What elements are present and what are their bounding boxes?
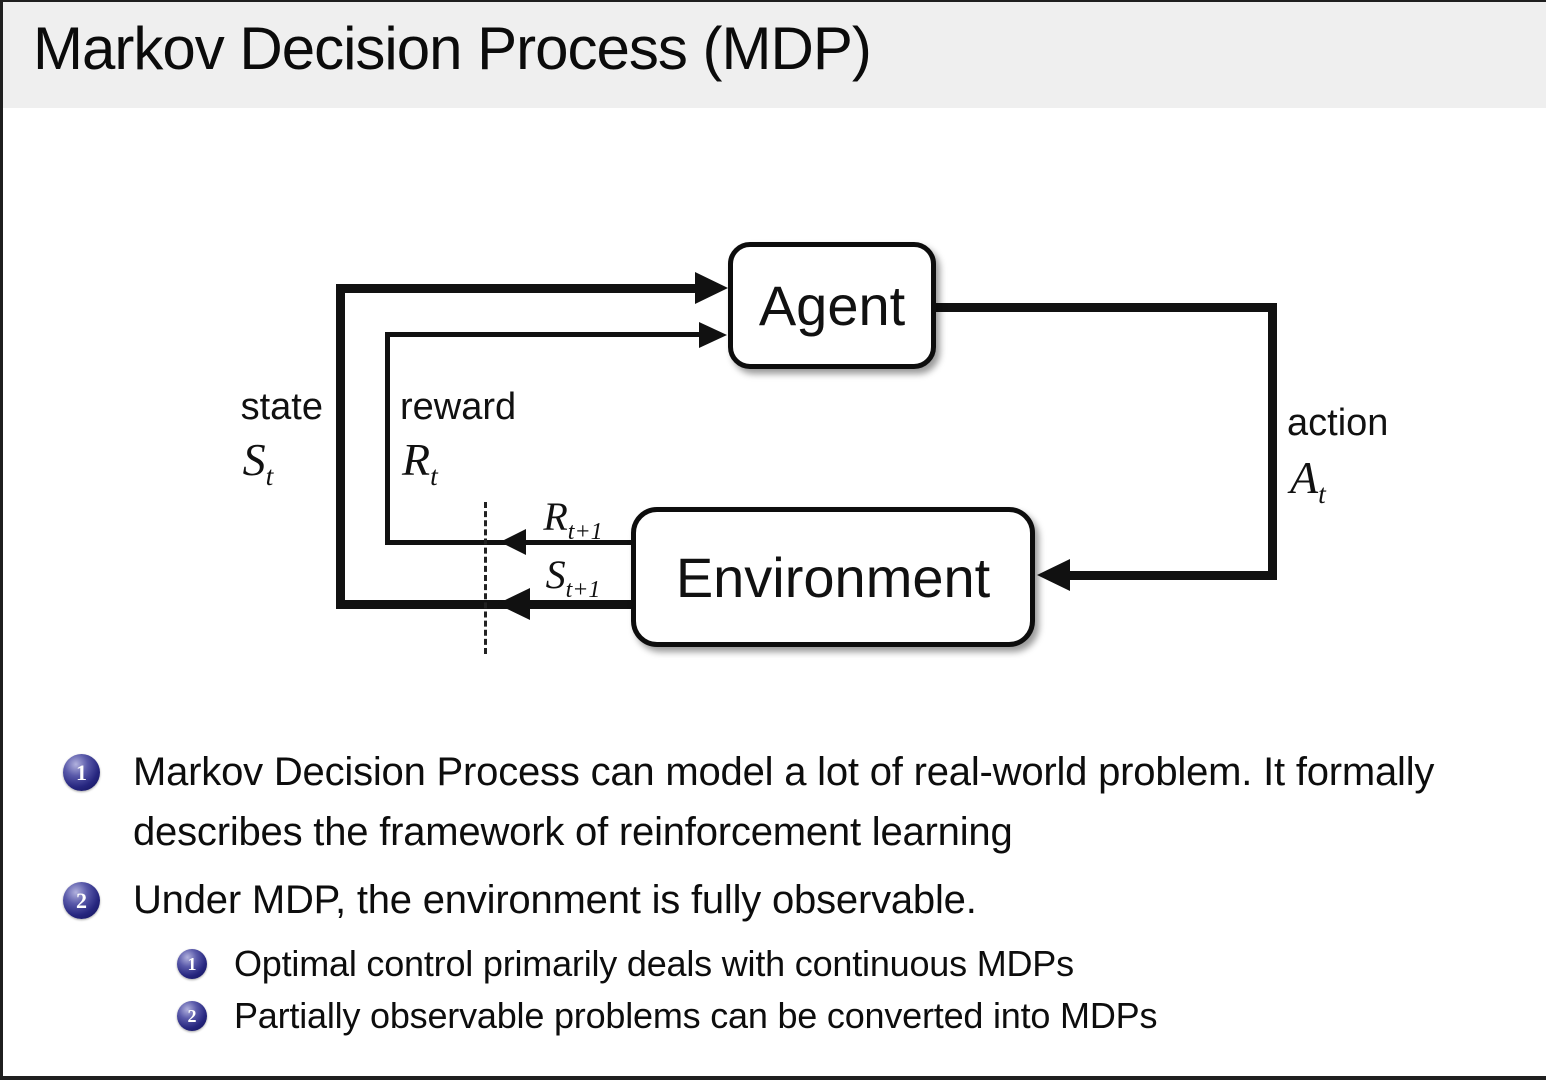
sub-list-item-1: 1 Optimal control primarily deals with c… xyxy=(177,938,1499,990)
next-reward-arrowhead-icon xyxy=(500,529,526,555)
next-state-symbol: St+1 xyxy=(545,552,601,603)
sub-list-item-1-text: Optimal control primarily deals with con… xyxy=(234,943,1074,984)
ball-marker-icon: 1 xyxy=(63,754,100,791)
ball-marker-icon: 2 xyxy=(177,1001,207,1031)
reward-loop-vertical-line xyxy=(385,332,390,544)
action-into-environment-arrowhead-icon xyxy=(1037,559,1070,591)
environment-box: Environment xyxy=(631,507,1035,647)
sub-bullet-list: 1 Optimal control primarily deals with c… xyxy=(177,938,1499,1042)
environment-box-label: Environment xyxy=(675,545,991,609)
reward-label: reward xyxy=(400,386,517,428)
action-label: action xyxy=(1287,402,1389,444)
agent-to-action-line xyxy=(932,303,1277,312)
agent-environment-diagram: Agent Environment state St reward Rt act… xyxy=(3,2,1546,1076)
state-symbol: St xyxy=(242,434,274,492)
ball-marker-icon: 1 xyxy=(177,949,207,979)
title-bar: Markov Decision Process (MDP) xyxy=(3,2,1546,108)
list-item-2: 2 Under MDP, the environment is fully ob… xyxy=(63,870,1499,930)
state-loop-vertical-line xyxy=(336,284,345,608)
ball-marker-icon: 2 xyxy=(63,882,100,919)
time-step-boundary-dashed-line xyxy=(484,502,487,654)
reward-to-agent-line xyxy=(385,332,703,337)
state-into-agent-arrowhead-icon xyxy=(695,272,728,304)
action-to-environment-line xyxy=(1059,571,1277,580)
sub-list-item-2-text: Partially observable problems can be con… xyxy=(234,995,1158,1036)
list-item-1-text: Markov Decision Process can model a lot … xyxy=(133,750,1435,854)
agent-box-label: Agent xyxy=(758,274,906,337)
state-label: state xyxy=(240,386,323,428)
action-symbol: At xyxy=(1290,452,1326,510)
page-title: Markov Decision Process (MDP) xyxy=(33,15,872,82)
reward-into-agent-arrowhead-icon xyxy=(699,322,727,348)
bullet-list: 1 Markov Decision Process can model a lo… xyxy=(63,742,1499,1042)
next-state-line xyxy=(336,600,631,609)
list-item-2-text: Under MDP, the environment is fully obse… xyxy=(133,878,977,922)
next-state-arrowhead-icon xyxy=(497,588,530,620)
sub-list-item-2: 2 Partially observable problems can be c… xyxy=(177,990,1499,1042)
next-reward-symbol: Rt+1 xyxy=(543,494,603,545)
reward-symbol: Rt xyxy=(402,434,438,492)
list-item-1: 1 Markov Decision Process can model a lo… xyxy=(63,742,1499,862)
state-to-agent-line xyxy=(336,284,701,293)
action-vertical-line xyxy=(1268,303,1277,580)
agent-box: Agent xyxy=(728,242,936,369)
